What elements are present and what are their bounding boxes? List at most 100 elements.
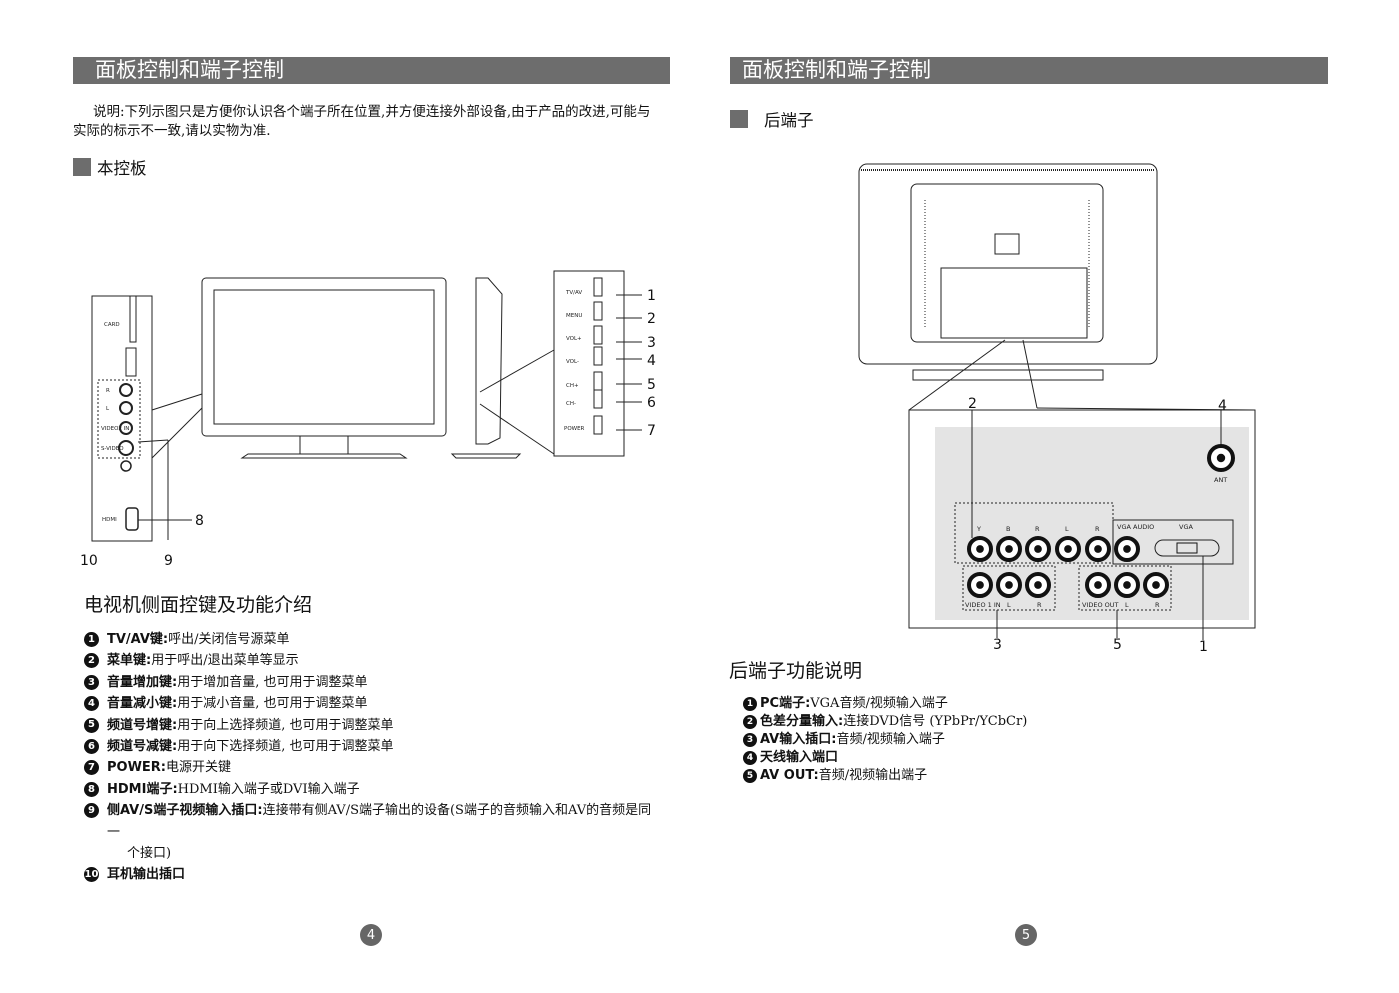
- side-button: [593, 325, 603, 345]
- item-desc: 电源开关键: [166, 760, 232, 776]
- callout-5: 5: [647, 377, 656, 393]
- item-key: 频道号减键:: [107, 739, 178, 755]
- item-key: AV OUT:: [760, 768, 819, 783]
- rca-jack-pin: [976, 581, 984, 589]
- list-item: 3 音量增加键:用于增加音量, 也可用于调整菜单: [84, 672, 664, 693]
- list-item-text: 侧AV/S端子视频输入插口:连接带有侧AV/S端子输出的设备(S端子的音频输入和…: [107, 800, 664, 864]
- video-out-label: VIDEO OUT: [1082, 601, 1119, 609]
- btn-label-tvav: TV/AV: [565, 290, 582, 296]
- comp-label-l: L: [1065, 525, 1069, 533]
- side-jack-panel: [91, 295, 153, 542]
- list-item-text: 色差分量输入:连接DVD信号 (YPbPr/YCbCr): [760, 713, 1027, 731]
- ant-label: ANT: [1214, 476, 1227, 484]
- rear-zoom-box: [908, 409, 1256, 629]
- item-key: PC端子:: [760, 696, 811, 711]
- number-badge: 4: [743, 751, 757, 765]
- hdmi-port: [125, 507, 139, 531]
- rca-jack-pin: [1216, 453, 1226, 463]
- vga-audio-label: VGA AUDIO: [1117, 523, 1154, 531]
- list-item: 8 HDMI端子:HDMI输入端子或DVI输入端子: [84, 779, 664, 800]
- button-panel: [553, 270, 625, 457]
- video-in-r: R: [1037, 601, 1042, 609]
- list-item: 2 菜单键:用于呼出/退出菜单等显示: [84, 650, 664, 671]
- number-badge: 2: [743, 715, 757, 729]
- jack-l: [119, 401, 133, 415]
- callout-8: 8: [195, 513, 204, 529]
- number-badge: 5: [84, 717, 99, 733]
- side-button: [593, 346, 603, 366]
- side-label-l: L: [106, 406, 110, 412]
- number-badge: 3: [84, 674, 99, 690]
- callout-3: 3: [647, 335, 656, 351]
- list-item-text: 天线输入端口: [760, 749, 838, 767]
- number-badge: 3: [743, 733, 757, 747]
- item-desc: 用于增加音量, 也可用于调整菜单: [177, 674, 368, 690]
- list-item: 6 频道号减键:用于向下选择频道, 也可用于调整菜单: [84, 736, 664, 757]
- list-item-text: 频道号增键:用于向上选择频道, 也可用于调整菜单: [107, 715, 393, 736]
- right-heading: 后端子功能说明: [729, 660, 863, 682]
- side-button: [593, 389, 603, 409]
- side-panel-figure: CARD R L VIDEO2 IN S-VIDEO HDMI TV/AV ME…: [80, 270, 656, 569]
- rca-jack-pin: [1005, 581, 1013, 589]
- number-badge: 9: [84, 803, 99, 819]
- number-badge: 6: [84, 739, 99, 755]
- side-button: [593, 371, 603, 391]
- list-item: 9 侧AV/S端子视频输入插口:连接带有侧AV/S端子输出的设备(S端子的音频输入…: [84, 800, 664, 864]
- number-badge: 2: [84, 653, 99, 669]
- section-square-icon: [730, 110, 748, 128]
- jack-svideo: [118, 440, 134, 456]
- side-label-hdmi: HDMI: [102, 517, 117, 523]
- list-item-text: 音量减小键:用于减小音量, 也可用于调整菜单: [107, 693, 367, 714]
- btn-label-chdown: CH-: [566, 401, 576, 407]
- list-item-text: PC端子:VGA音频/视频输入端子: [760, 695, 948, 713]
- btn-label-power: POWER: [564, 426, 585, 432]
- item-key: AV输入插口:: [760, 732, 837, 747]
- item-desc: 音频/视频输出端子: [818, 768, 928, 783]
- right-page-number: 5: [1015, 924, 1037, 946]
- list-item-text: TV/AV键:呼出/关闭信号源菜单: [107, 629, 290, 650]
- vga-label: VGA: [1179, 523, 1193, 531]
- right-section-title: 后端子: [764, 111, 814, 130]
- side-label-video2: VIDEO2 IN: [101, 426, 129, 432]
- item-key: 耳机输出插口: [107, 867, 186, 883]
- item-desc: 用于向下选择频道, 也可用于调整菜单: [177, 739, 394, 755]
- rca-jack-pin: [1094, 581, 1102, 589]
- rca-jack-pin: [1123, 545, 1131, 553]
- callout-9: 9: [164, 553, 173, 569]
- callout-6: 6: [647, 395, 656, 411]
- usb-port: [125, 347, 137, 377]
- rca-jack-pin: [1094, 545, 1102, 553]
- rca-jack-pin: [976, 545, 984, 553]
- left-banner: 面板控制和端子控制: [73, 57, 670, 84]
- jack-r: [119, 383, 133, 397]
- rca-jack-pin: [1034, 581, 1042, 589]
- video-in-l: L: [1007, 601, 1011, 609]
- btn-label-volup: VOL+: [566, 336, 582, 342]
- item-desc-continued: 个接口): [127, 846, 172, 862]
- item-key: POWER:: [107, 760, 167, 776]
- item-key: 音量增加键:: [107, 674, 178, 690]
- number-badge: 8: [84, 781, 99, 797]
- list-item-text: POWER:电源开关键: [107, 757, 231, 778]
- side-button: [593, 277, 603, 297]
- tv-side-profile: [475, 277, 503, 445]
- video-out-r: R: [1155, 601, 1160, 609]
- left-page-number: 4: [360, 924, 382, 946]
- list-item-text: HDMI端子:HDMI输入端子或DVI输入端子: [107, 779, 360, 800]
- side-label-r: R: [106, 388, 110, 394]
- tv-front: [201, 277, 447, 437]
- left-heading: 电视机侧面控键及功能介绍: [84, 594, 313, 616]
- list-item-text: 菜单键:用于呼出/退出菜单等显示: [107, 650, 299, 671]
- list-item-text: AV OUT:音频/视频输出端子: [760, 767, 927, 785]
- list-item-text: 频道号减键:用于向下选择频道, 也可用于调整菜单: [107, 736, 393, 757]
- item-key: 频道号增键:: [107, 717, 178, 733]
- left-section-title: 本控板: [97, 159, 147, 178]
- item-key: 天线输入端口: [760, 750, 839, 765]
